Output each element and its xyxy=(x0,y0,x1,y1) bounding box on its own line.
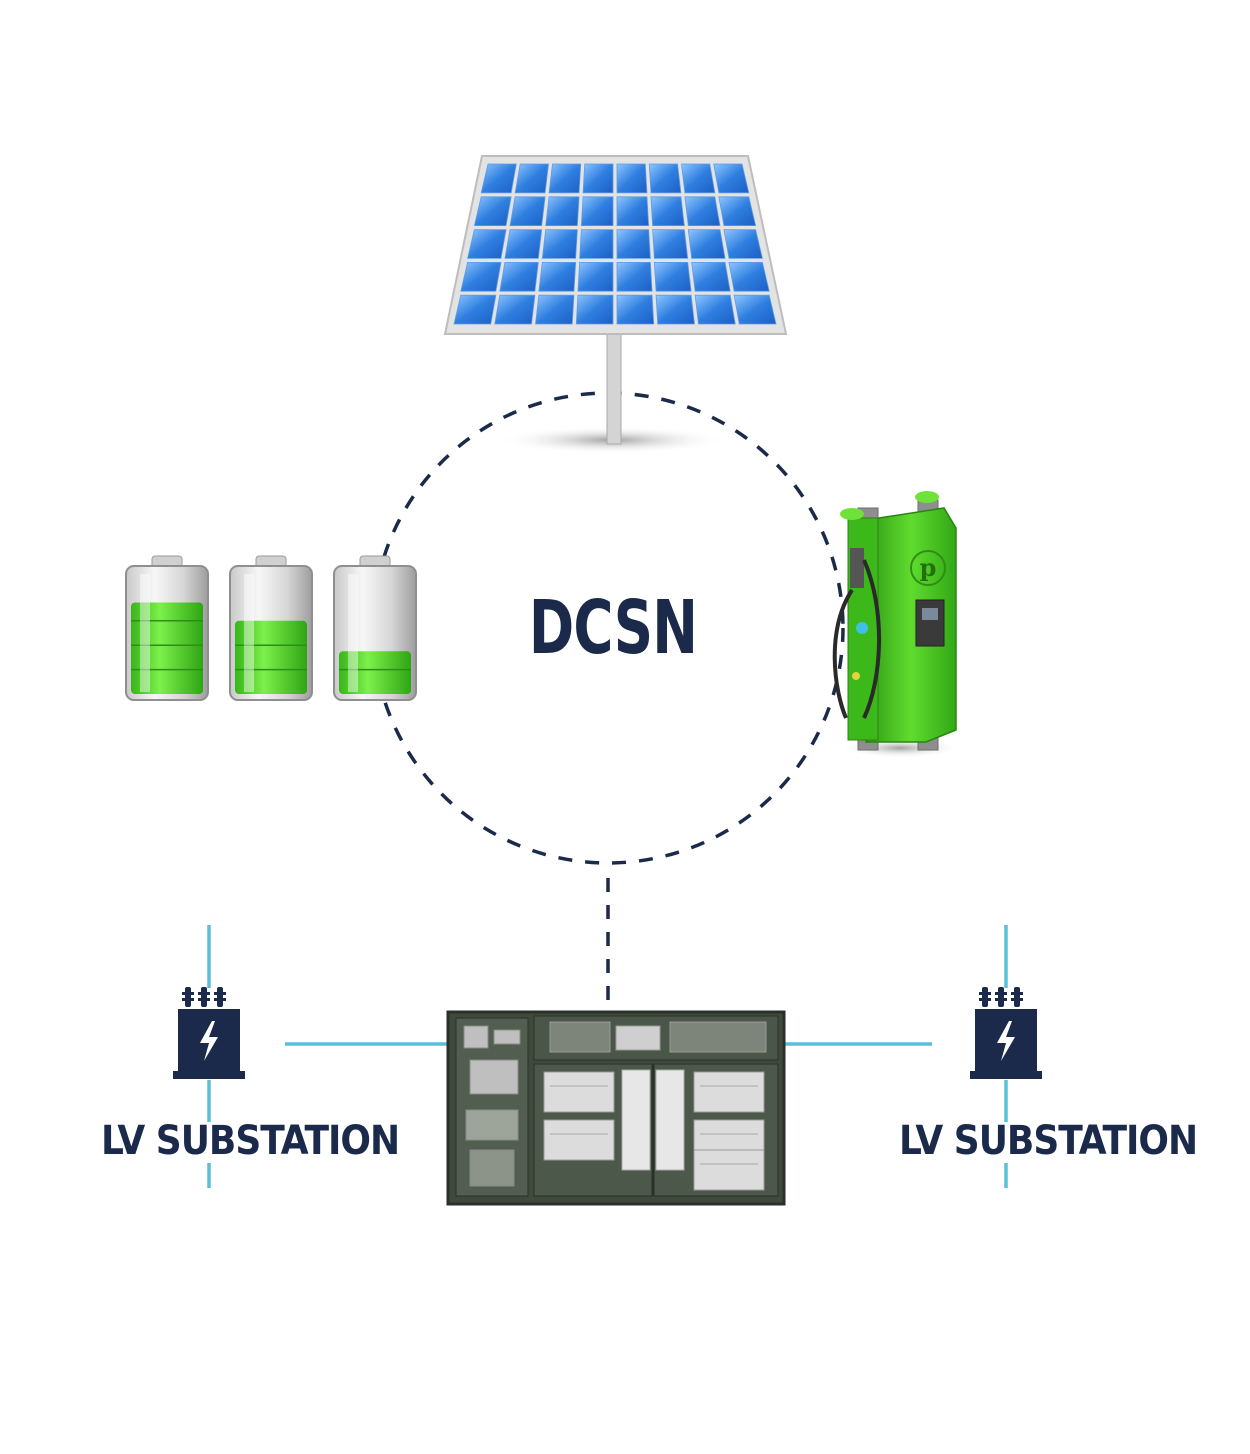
battery-icon xyxy=(125,555,209,701)
solar-cell xyxy=(681,163,716,194)
power-module xyxy=(693,1149,765,1191)
solar-cell xyxy=(577,261,614,292)
solar-cell xyxy=(538,261,577,292)
battery-charge-fill xyxy=(339,651,411,694)
solar-cell xyxy=(580,196,614,227)
solar-cell xyxy=(616,196,650,227)
solar-cell xyxy=(494,294,536,325)
solar-cell xyxy=(718,196,757,227)
solar-cell xyxy=(616,261,653,292)
solar-cell xyxy=(650,196,685,227)
power-module xyxy=(693,1071,765,1113)
solar-cell xyxy=(733,294,777,325)
solar-cell xyxy=(616,229,651,259)
solar-cell xyxy=(652,229,689,259)
solar-cell xyxy=(653,261,692,292)
solar-cell xyxy=(453,294,497,325)
solar-cell xyxy=(467,229,507,259)
power-module xyxy=(543,1119,615,1161)
solar-cell xyxy=(713,163,750,194)
solar-cell xyxy=(480,163,517,194)
solar-cell xyxy=(723,229,763,259)
solar-cell xyxy=(504,229,543,259)
solar-cell xyxy=(684,196,721,227)
solar-cell xyxy=(655,294,695,325)
solar-cell xyxy=(616,163,648,194)
transformer-right-icon xyxy=(970,987,1042,1079)
charger-logo-letter: p xyxy=(920,553,937,582)
power-converter-cabinet-icon xyxy=(446,1010,786,1206)
power-module xyxy=(543,1071,615,1113)
battery-bank-icon xyxy=(125,555,417,701)
solar-cell xyxy=(541,229,578,259)
solar-cell xyxy=(575,294,614,325)
lv-substation-right-label: LV SUBSTATION xyxy=(899,1118,1198,1164)
solar-cell xyxy=(509,196,546,227)
battery-icon xyxy=(229,555,313,701)
ev-charger-icon: p xyxy=(832,491,960,758)
battery-charge-fill xyxy=(131,602,203,694)
solar-cell xyxy=(691,261,731,292)
solar-cell xyxy=(582,163,614,194)
battery-charge-fill xyxy=(235,620,307,694)
solar-cell xyxy=(579,229,614,259)
solar-cell xyxy=(694,294,736,325)
solar-cell xyxy=(648,163,682,194)
battery-icon xyxy=(333,555,417,701)
solar-cell xyxy=(548,163,582,194)
solar-cell xyxy=(535,294,575,325)
dcsn-label: DCSN xyxy=(528,585,698,671)
solar-cell xyxy=(728,261,770,292)
solar-cell xyxy=(460,261,502,292)
transformer-left-icon xyxy=(173,987,245,1079)
solar-cell xyxy=(687,229,726,259)
solar-panel-icon xyxy=(443,155,788,454)
solar-cell xyxy=(473,196,512,227)
solar-cell xyxy=(499,261,539,292)
substation-links xyxy=(207,925,1008,1188)
lv-substation-left-label: LV SUBSTATION xyxy=(101,1118,400,1164)
solar-cell xyxy=(545,196,580,227)
solar-cell xyxy=(514,163,549,194)
solar-cell xyxy=(616,294,655,325)
